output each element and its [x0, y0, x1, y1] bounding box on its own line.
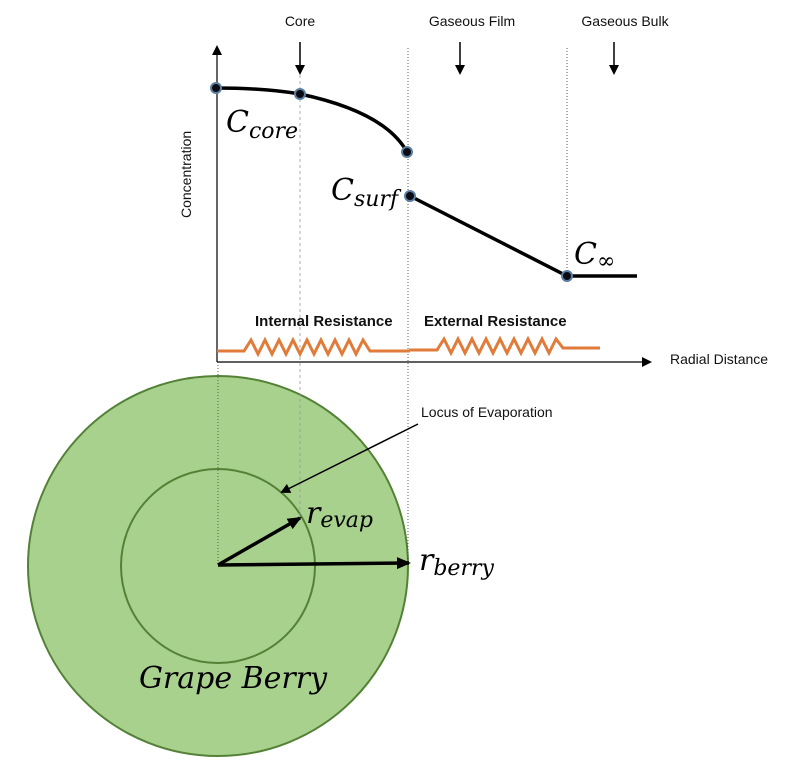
- c-surf-label: Csurf: [331, 173, 402, 212]
- point-surface-outer: [404, 190, 416, 202]
- evaporation-locus-circle: [120, 468, 316, 664]
- c-infinity-label: C∞: [574, 237, 615, 274]
- core-label: Core: [285, 13, 316, 29]
- gaseous-film-label: Gaseous Film: [429, 13, 515, 29]
- gaseous-bulk-label: Gaseous Bulk: [581, 13, 669, 29]
- y-axis-label: Concentration: [178, 131, 194, 218]
- r-berry-label: rberry: [419, 543, 494, 581]
- internal-resistor-icon: [217, 336, 410, 358]
- x-axis-label: Radial Distance: [670, 351, 768, 367]
- c-core-label: Ccore: [226, 105, 298, 144]
- point-center: [210, 82, 222, 94]
- external-resistor-icon: [408, 335, 600, 357]
- r-evap-vector: [217, 516, 302, 567]
- profile-points: [210, 82, 573, 282]
- locus-pointer-arrow: [280, 423, 419, 493]
- locus-label: Locus of Evaporation: [421, 404, 553, 420]
- internal-resistance-label: Internal Resistance: [255, 313, 393, 330]
- point-bulk: [561, 270, 573, 282]
- external-resistance-label: External Resistance: [424, 313, 567, 330]
- r-evap-label: revap: [306, 496, 373, 533]
- r-berry-vector: [217, 557, 411, 570]
- point-surface-inner: [401, 146, 413, 158]
- point-core: [294, 88, 306, 100]
- grape-berry-label: Grape Berry: [139, 661, 328, 696]
